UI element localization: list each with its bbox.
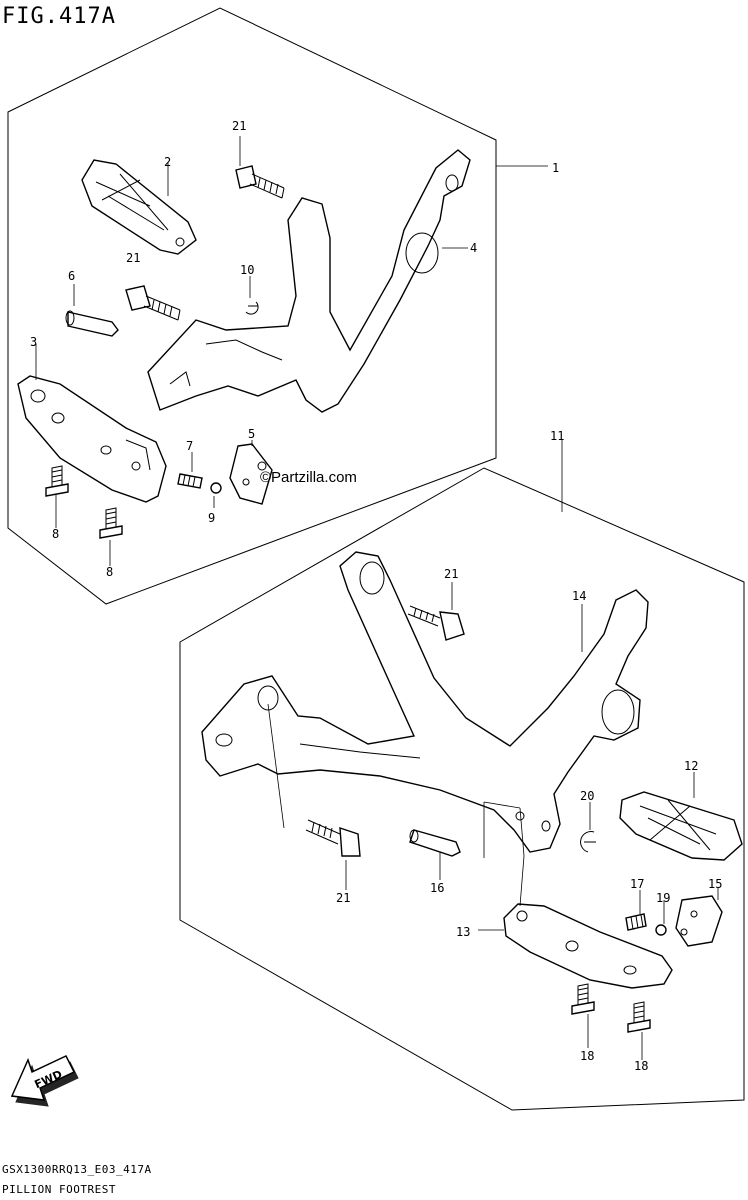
upper-bolt-mid (125, 285, 181, 321)
upper-screw-b (99, 507, 123, 539)
callout-20: 20 (580, 789, 594, 803)
lower-screw-a (571, 983, 595, 1015)
upper-footrest (17, 375, 167, 503)
upper-e-clip (245, 301, 259, 315)
callout-10: 10 (240, 263, 254, 277)
callout-19: 19 (656, 891, 670, 905)
callout-8-a: 8 (52, 527, 59, 541)
callout-21-b: 21 (126, 251, 140, 265)
lower-pin (409, 829, 461, 857)
callout-9: 9 (208, 511, 215, 525)
lower-bracket-part (201, 551, 649, 853)
callout-16: 16 (430, 881, 444, 895)
callout-5: 5 (248, 427, 255, 441)
upper-leader-lines (35, 136, 548, 566)
lower-bolt-bottom (305, 819, 361, 857)
callout-15: 15 (708, 877, 722, 891)
lower-leader-lines (345, 582, 719, 1060)
callout-4: 4 (470, 241, 477, 255)
callout-21-a: 21 (232, 119, 246, 133)
lower-footrest-rubber (619, 791, 743, 861)
footer-code: GSX1300RRQ13_E03_417A (2, 1163, 152, 1176)
callout-13: 13 (456, 925, 470, 939)
upper-assembly-frame (7, 7, 497, 605)
callout-18-a: 18 (580, 1049, 594, 1063)
lower-assembly-frame (179, 467, 745, 1111)
callout-17: 17 (630, 877, 644, 891)
callout-21-c: 21 (444, 567, 458, 581)
upper-bracket-part (147, 149, 471, 413)
callout-14: 14 (572, 589, 586, 603)
callout-11: 11 (550, 429, 564, 443)
footer-caption: PILLION FOOTREST (2, 1183, 116, 1196)
callout-7: 7 (186, 439, 193, 453)
lower-plate (675, 895, 723, 947)
lower-ball (655, 924, 667, 936)
assembly-guide-lines (267, 703, 525, 907)
callout-2: 2 (164, 155, 171, 169)
callout-21-d: 21 (336, 891, 350, 905)
lower-e-clip (580, 831, 596, 853)
upper-ball (210, 482, 222, 494)
upper-plate (229, 443, 273, 505)
callout-6: 6 (68, 269, 75, 283)
callout-18-b: 18 (634, 1059, 648, 1073)
callout-1: 1 (552, 161, 559, 175)
upper-pin (65, 310, 119, 337)
lower-screw-b (627, 1001, 651, 1033)
lower-bolt-top (407, 605, 465, 641)
lower-footrest (503, 903, 673, 989)
figure-title: FIG.417A (2, 4, 116, 29)
callout-8-b: 8 (106, 565, 113, 579)
fwd-arrow-icon: FWD (10, 1055, 79, 1107)
upper-footrest-rubber (81, 159, 197, 255)
upper-screw-a (45, 465, 69, 497)
callout-3: 3 (30, 335, 37, 349)
callout-12: 12 (684, 759, 698, 773)
upper-bolt-top (235, 165, 285, 199)
watermark: ©Partzilla.com (260, 469, 357, 486)
